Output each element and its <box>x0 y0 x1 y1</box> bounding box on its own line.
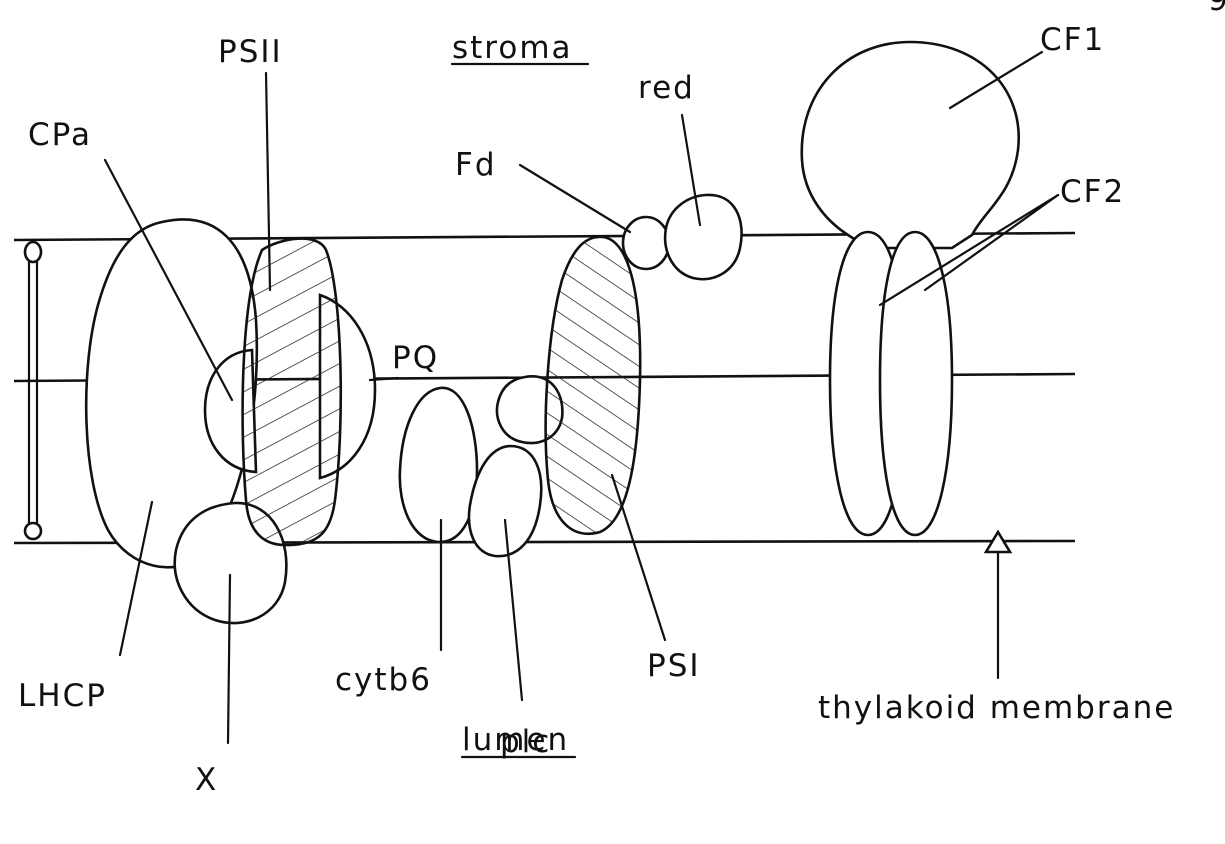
label-cytb6: cytb6 <box>335 662 432 698</box>
label-plc: plc <box>500 724 551 760</box>
label-psi: PSI <box>647 648 701 684</box>
label-cf1: CF1 <box>1040 22 1105 58</box>
label-cf2: CF2 <box>1060 174 1125 210</box>
scale-bar-top-cap <box>25 242 41 262</box>
scale-bar <box>25 242 41 539</box>
label-psii: PSII <box>218 34 283 70</box>
label-stroma: stroma <box>452 30 573 66</box>
label-lhcp: LHCP <box>18 678 107 714</box>
page-number: 9 <box>1208 0 1225 18</box>
scale-bar-bottom-cap <box>25 523 41 539</box>
label-thylakoid-membrane: thylakoid membrane <box>818 690 1175 726</box>
psi-complex <box>546 237 641 534</box>
label-x: X <box>195 762 218 798</box>
psi-leader <box>612 475 665 640</box>
label-fd: Fd <box>455 147 497 183</box>
label-red: red <box>638 70 695 106</box>
label-cpa: CPa <box>28 117 92 153</box>
fd-protein <box>623 217 669 269</box>
cytb6-complex <box>400 388 477 542</box>
psii-complex <box>243 239 341 545</box>
label-pq: PQ <box>392 340 439 376</box>
cf1-head <box>802 42 1019 248</box>
fd-leader <box>520 165 630 232</box>
red-protein <box>665 195 741 279</box>
plc-complex <box>469 446 541 556</box>
